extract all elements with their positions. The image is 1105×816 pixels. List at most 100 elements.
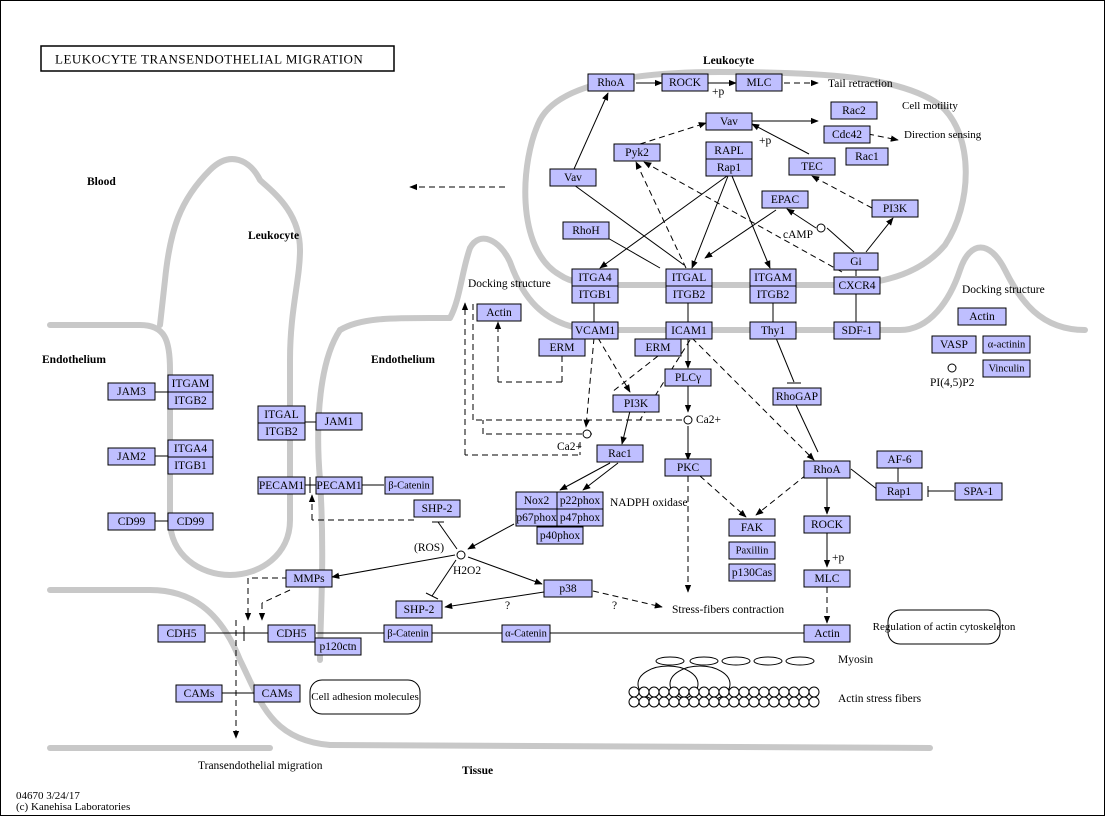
gene-node-box[interactable] — [383, 624, 433, 643]
gene-node-erm2[interactable]: ERM — [634, 338, 682, 357]
gene-node-box[interactable] — [661, 73, 709, 92]
gene-node-acat[interactable]: α-Catenin — [501, 624, 551, 643]
gene-node-jam3[interactable]: JAM3 — [107, 382, 156, 401]
gene-node-box[interactable] — [665, 285, 713, 304]
gene-node-plcg[interactable]: PLCγ — [664, 368, 712, 387]
gene-node-box[interactable] — [788, 157, 836, 176]
gene-node-pecam1-b[interactable]: PECAM1 — [315, 476, 363, 495]
map-link-cell-adhesion[interactable]: Cell adhesion molecules — [311, 691, 419, 703]
gene-node-box[interactable] — [536, 526, 584, 545]
gene-node-box[interactable] — [257, 422, 306, 441]
gene-node-box[interactable] — [571, 321, 619, 340]
gene-node-rapl[interactable]: RAPL — [705, 141, 753, 160]
gene-node-rock-mid[interactable]: ROCK — [803, 515, 851, 534]
gene-node-box[interactable] — [107, 382, 156, 401]
gene-node-box[interactable] — [728, 518, 776, 537]
gene-node-box[interactable] — [876, 450, 923, 469]
gene-node-itgb1-l[interactable]: ITGB1 — [571, 285, 619, 304]
gene-node-pi3k-top[interactable]: PI3K — [871, 199, 919, 218]
gene-node-box[interactable] — [830, 101, 878, 120]
gene-node-box[interactable] — [167, 456, 214, 475]
gene-node-af6[interactable]: AF-6 — [876, 450, 923, 469]
gene-node-paxillin[interactable]: Paxillin — [728, 541, 776, 560]
gene-node-box[interactable] — [613, 143, 661, 162]
gene-node-box[interactable] — [549, 168, 597, 187]
gene-node-box[interactable] — [314, 637, 362, 656]
gene-node-box[interactable] — [285, 569, 333, 588]
gene-node-itgb2-m[interactable]: ITGB2 — [749, 285, 797, 304]
gene-node-itgb2-l[interactable]: ITGB2 — [665, 285, 713, 304]
gene-node-box[interactable] — [315, 476, 363, 495]
gene-node-box[interactable] — [705, 158, 753, 177]
gene-node-itga4-e[interactable]: ITGA4 — [167, 439, 214, 458]
gene-node-shp2-bot[interactable]: SHP-2 — [395, 600, 443, 619]
gene-node-box[interactable] — [175, 684, 223, 703]
gene-node-p40phox[interactable]: p40phox — [536, 526, 584, 545]
map-link-regulation-box[interactable] — [887, 609, 1001, 645]
gene-node-box[interactable] — [634, 338, 682, 357]
gene-node-cams-b[interactable]: CAMs — [253, 684, 301, 703]
gene-node-box[interactable] — [167, 391, 214, 410]
gene-node-box[interactable] — [772, 387, 822, 406]
gene-node-box[interactable] — [107, 447, 156, 466]
gene-node-box[interactable] — [501, 624, 551, 643]
gene-node-cd99-b[interactable]: CD99 — [167, 512, 214, 531]
gene-node-box[interactable] — [705, 112, 753, 131]
gene-node-box[interactable] — [476, 303, 522, 322]
gene-node-box[interactable] — [728, 563, 776, 582]
gene-node-box[interactable] — [833, 276, 881, 295]
gene-node-box[interactable] — [749, 321, 797, 340]
gene-node-jam2[interactable]: JAM2 — [107, 447, 156, 466]
gene-node-box[interactable] — [833, 252, 879, 271]
gene-node-cdh5-a[interactable]: CDH5 — [157, 624, 206, 643]
gene-node-box[interactable] — [761, 190, 809, 209]
gene-node-actin-r[interactable]: Actin — [957, 307, 1007, 326]
gene-node-bcat-top[interactable]: β-Catenin — [384, 476, 434, 495]
gene-node-cxcr4[interactable]: CXCR4 — [833, 276, 881, 295]
gene-node-box[interactable] — [749, 285, 797, 304]
gene-node-box[interactable] — [413, 499, 461, 518]
gene-node-vasp[interactable]: VASP — [931, 335, 977, 354]
gene-node-vav-top[interactable]: Vav — [705, 112, 753, 131]
gene-node-box[interactable] — [395, 600, 443, 619]
gene-node-erm1[interactable]: ERM — [538, 338, 586, 357]
gene-node-box[interactable] — [803, 569, 851, 588]
gene-node-vcam1[interactable]: VCAM1 — [571, 321, 619, 340]
gene-node-box[interactable] — [735, 73, 783, 92]
gene-node-box[interactable] — [107, 512, 156, 531]
gene-node-pkc[interactable]: PKC — [664, 458, 712, 477]
map-link-regulation[interactable]: Regulation of actin cytoskeleton — [873, 621, 1016, 633]
gene-node-vinculin[interactable]: Vinculin — [982, 359, 1031, 378]
gene-node-box[interactable] — [664, 368, 712, 387]
gene-node-box[interactable] — [665, 321, 713, 340]
gene-node-p67phox[interactable]: p67phox — [515, 508, 558, 527]
gene-node-shp2-top[interactable]: SHP-2 — [413, 499, 461, 518]
gene-node-cams-a[interactable]: CAMs — [175, 684, 223, 703]
gene-node-rock-top[interactable]: ROCK — [661, 73, 709, 92]
gene-node-box[interactable] — [612, 394, 660, 413]
gene-node-box[interactable] — [556, 508, 604, 527]
gene-node-box[interactable] — [954, 482, 1003, 501]
gene-node-itga4-l[interactable]: ITGA4 — [571, 268, 619, 287]
gene-node-box[interactable] — [931, 335, 977, 354]
gene-node-rhoa-mid[interactable]: RhoA — [803, 460, 851, 479]
gene-node-p120ctn[interactable]: p120ctn — [314, 637, 362, 656]
gene-node-p38[interactable]: p38 — [543, 579, 593, 598]
gene-node-p130cas[interactable]: p130Cas — [728, 563, 776, 582]
gene-node-box[interactable] — [167, 512, 214, 531]
gene-node-box[interactable] — [664, 458, 712, 477]
gene-node-sdf1[interactable]: SDF-1 — [833, 321, 881, 340]
gene-node-box[interactable] — [257, 476, 306, 495]
gene-node-fak[interactable]: FAK — [728, 518, 776, 537]
gene-node-rap1-top[interactable]: Rap1 — [705, 158, 753, 177]
gene-node-box[interactable] — [875, 482, 923, 501]
gene-node-box[interactable] — [267, 624, 316, 643]
gene-node-itgam-e[interactable]: ITGAM — [167, 374, 214, 393]
gene-node-box[interactable] — [982, 335, 1031, 354]
gene-node-gi[interactable]: Gi — [833, 252, 879, 271]
gene-node-rac1-mid[interactable]: Rac1 — [596, 444, 644, 463]
gene-node-box[interactable] — [957, 307, 1007, 326]
gene-node-spa1[interactable]: SPA-1 — [954, 482, 1003, 501]
gene-node-rhoa-top[interactable]: RhoA — [587, 73, 635, 92]
gene-node-p22phox[interactable]: p22phox — [556, 491, 604, 510]
